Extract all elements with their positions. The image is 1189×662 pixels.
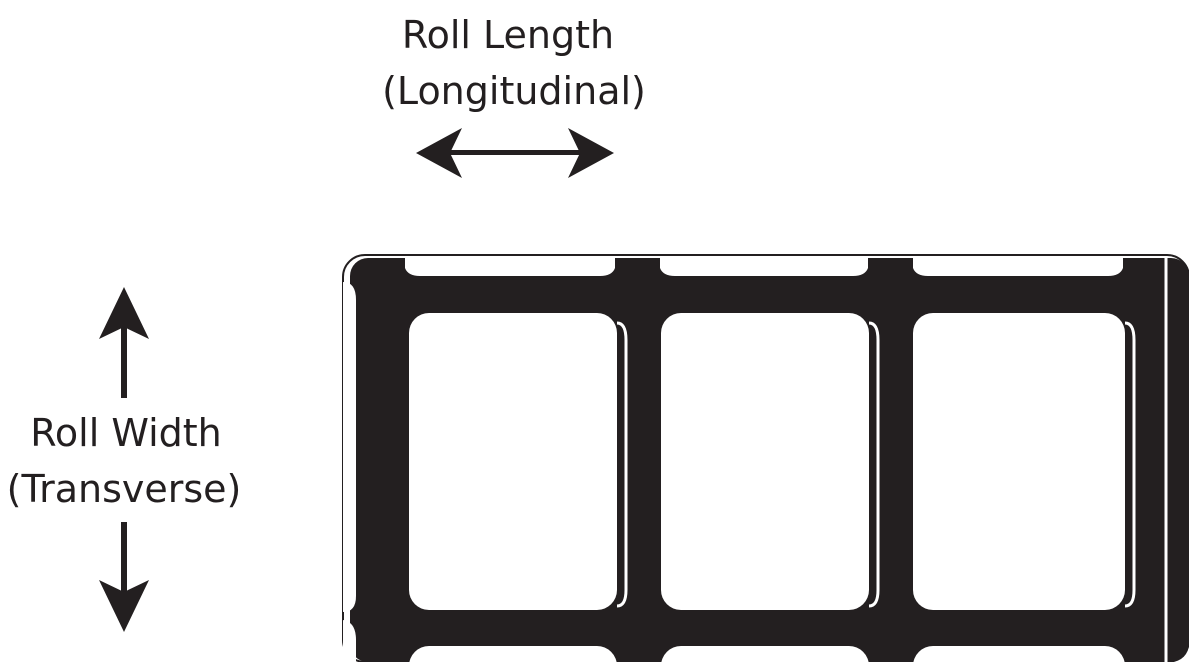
roll-length-label: Roll Length: [402, 13, 614, 57]
top-rib-notches: [405, 258, 1123, 276]
horizontal-double-arrow-icon: [416, 128, 614, 178]
up-arrow-icon: [99, 287, 149, 398]
geogrid-mesh: [342, 254, 1189, 662]
aperture: [409, 646, 617, 662]
aperture: [409, 313, 617, 610]
roll-width-label: Roll Width: [30, 411, 222, 455]
roll-width-sublabel: (Transverse): [7, 467, 242, 511]
aperture-row-1: [409, 313, 1136, 610]
roll-length-sublabel: (Longitudinal): [382, 69, 646, 113]
aperture-row-2: [409, 646, 1125, 662]
down-arrow-icon: [99, 522, 149, 632]
aperture: [661, 313, 869, 610]
aperture: [661, 646, 869, 662]
left-edge-notches: [343, 282, 356, 662]
aperture: [913, 646, 1125, 662]
aperture: [913, 313, 1125, 610]
